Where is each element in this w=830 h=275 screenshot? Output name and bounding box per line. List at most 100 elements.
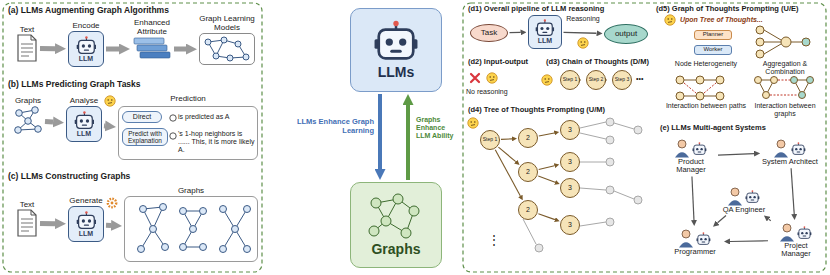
graph-interaction-icon [799, 92, 806, 99]
model-box [199, 33, 255, 65]
thought-text: Step 2 [589, 77, 603, 83]
generate-gear [108, 199, 116, 207]
path-interaction-icon [716, 92, 724, 100]
robot-icon [87, 219, 90, 222]
agent-icon [799, 148, 801, 150]
panel-frame [3, 3, 262, 272]
graph-vertex [200, 244, 207, 251]
robot-icon [399, 39, 406, 46]
agent-icon [745, 190, 759, 202]
robot-icon [76, 211, 95, 228]
section-heading: (d4) Tree of Thoughts Prompting (U/M) [468, 106, 605, 115]
bars-node: Enhanced Attribute [124, 18, 180, 61]
document-icon [18, 35, 36, 61]
terminal-text: output [615, 29, 637, 38]
agent-icon [783, 224, 791, 232]
document-icon [18, 210, 36, 236]
aggregation-icon [781, 37, 791, 47]
graph-vertex [140, 206, 147, 213]
agent-icon [799, 229, 810, 238]
agent-role: Programmer [674, 248, 716, 256]
graph-vertex [205, 39, 211, 45]
role-text: Worker [697, 46, 729, 54]
graph-vertex [227, 55, 233, 61]
graph-icon [366, 193, 426, 239]
agent-icon [678, 140, 686, 148]
connector-arrow [769, 219, 771, 221]
graph-vertex [180, 244, 187, 251]
graph-vertex [232, 226, 239, 233]
graphs-box [180, 208, 207, 251]
robot-icon [85, 211, 87, 213]
aggregation-icon [756, 26, 810, 58]
note-label: ••• [636, 75, 643, 83]
llm-box: LLM [68, 31, 104, 67]
agent-icon [751, 199, 755, 201]
graph-vertex [190, 226, 197, 233]
path-interaction-icon [696, 92, 704, 100]
connector-arrow [378, 94, 382, 169]
document-icon [21, 219, 33, 231]
robot-icon [83, 224, 88, 225]
graph-vertex [15, 127, 22, 134]
robot-icon [538, 23, 553, 35]
connector-arrow [791, 168, 794, 214]
graph-vertex [243, 54, 249, 60]
agent-node: Project Manager [770, 222, 822, 259]
no-reasoning-cross [471, 74, 479, 82]
note-label: Interaction between graphs [744, 102, 826, 118]
graphs3-node: Graphs [124, 186, 258, 262]
section-heading: (e) LLMs Multi-agent Systems [660, 124, 766, 133]
graph-vertex [150, 226, 157, 233]
attribute-bars [140, 52, 170, 58]
graph-vertex [200, 208, 207, 215]
connector-arrow [501, 138, 512, 140]
robot-icon [76, 115, 92, 128]
oval-node: Task [470, 24, 508, 42]
thought-text: Step 1 [483, 137, 497, 143]
connector-arrow [45, 119, 53, 125]
agent-icon [774, 152, 788, 157]
aggregation-icon [764, 30, 802, 54]
aggregation-icon [756, 26, 764, 34]
document-icon [16, 209, 38, 237]
section-heading: Graphs Enhance LLM Ability [416, 116, 460, 140]
robot-icon [81, 219, 84, 222]
section-heading: (d2) Input-output [468, 58, 528, 67]
robot-icon [81, 44, 84, 47]
agent-role: QA Engineer [723, 206, 766, 214]
tree-thought-dot [606, 218, 614, 226]
connector-arrow [692, 176, 694, 220]
circle-node: 3 [560, 120, 580, 140]
thought-text: Step 1 [563, 77, 577, 83]
section-heading: (b) LLMs Predicting Graph Tasks [8, 80, 141, 90]
connector-arrow [106, 223, 111, 228]
robot-icon [393, 21, 398, 26]
aggregation-icon [802, 38, 810, 46]
llm-box: LLM [528, 15, 562, 49]
robot-icon [78, 215, 94, 228]
agent-icon [682, 230, 690, 238]
agent-role: Project Manager [770, 242, 822, 259]
tree-branch [523, 122, 634, 244]
document-icon [21, 44, 33, 56]
agent-icon [700, 148, 702, 150]
document-icon [31, 35, 36, 40]
agent-node: Programmer [668, 228, 722, 256]
agent-icon [773, 138, 807, 158]
robot-icon [536, 19, 554, 35]
thought-text: 3 [568, 158, 572, 166]
thought-text: 3 [568, 126, 572, 134]
graph-interaction-icon [791, 77, 798, 84]
agent-icon [795, 148, 797, 150]
agent-icon [727, 186, 761, 206]
graph-vertex [180, 208, 187, 215]
agent-icon [696, 148, 698, 150]
path-interaction-icon [676, 92, 684, 100]
agent-icon [703, 232, 705, 234]
generate-gear [111, 202, 114, 205]
graph-interaction-icon [807, 77, 814, 84]
graphs-box [124, 196, 258, 262]
pill-text: Predict with Explanation [125, 130, 165, 144]
robot-icon [375, 21, 418, 59]
